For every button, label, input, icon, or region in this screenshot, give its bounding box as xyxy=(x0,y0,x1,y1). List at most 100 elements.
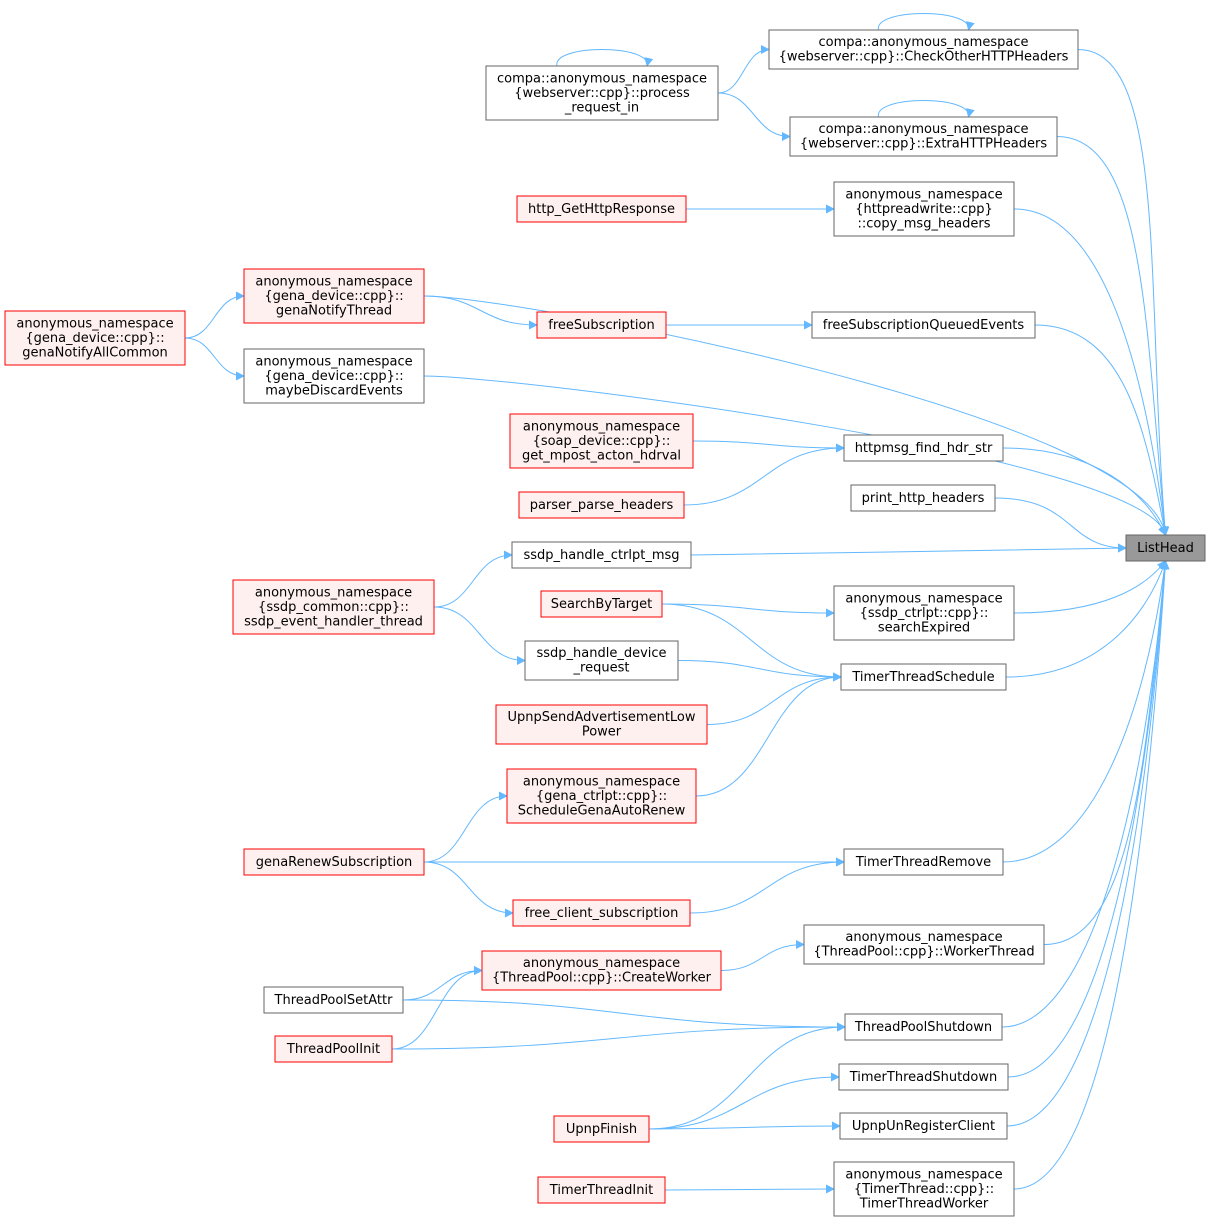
edge-extra-http-to-list-head xyxy=(1056,136,1170,536)
edge-process-req-to-process-req xyxy=(556,49,654,67)
node-gena-notify-all[interactable]: anonymous_namespace{gena_device::cpp}::g… xyxy=(4,310,186,366)
node-box xyxy=(232,579,435,635)
edge-tpinit-to-create-worker xyxy=(391,966,483,1050)
node-parser-parse[interactable]: parser_parse_headers xyxy=(518,491,685,519)
node-copy-msg[interactable]: anonymous_namespace{httpreadwrite::cpp}:… xyxy=(833,181,1015,237)
edge-get-mpost-to-find-hdr xyxy=(692,440,845,453)
node-tpshutdown[interactable]: ThreadPoolShutdown xyxy=(844,1013,1003,1041)
node-label: anonymous_namespace xyxy=(255,274,412,289)
node-box xyxy=(481,950,722,991)
node-label: ListHead xyxy=(1137,541,1194,556)
node-label: TimerThreadShutdown xyxy=(849,1070,998,1085)
node-label: {gena_device::cpp}:: xyxy=(264,289,403,304)
node-label: freeSubscription xyxy=(548,318,654,333)
node-schedule-gena[interactable]: anonymous_namespace{gena_ctrlpt::cpp}::S… xyxy=(506,768,697,824)
node-label: genaNotifyThread xyxy=(276,303,392,318)
node-maybe-discard[interactable]: anonymous_namespace{gena_device::cpp}::m… xyxy=(243,348,425,404)
node-un-register[interactable]: UpnpUnRegisterClient xyxy=(839,1112,1008,1140)
node-ssdp-event[interactable]: anonymous_namespace{ssdp_common::cpp}::s… xyxy=(232,579,435,635)
edges-layer xyxy=(184,13,1170,1194)
node-check-other[interactable]: compa::anonymous_namespace{webserver::cp… xyxy=(768,29,1079,70)
node-box xyxy=(536,311,667,339)
node-label: anonymous_namespace xyxy=(255,354,412,369)
edge-free-client-to-timer-remove xyxy=(689,857,845,914)
node-box xyxy=(524,640,679,681)
node-process-req[interactable]: compa::anonymous_namespace{webserver::cp… xyxy=(485,65,719,121)
edge-tpinit-to-tpshutdown xyxy=(391,1022,846,1050)
node-timer-shutdown[interactable]: TimerThreadShutdown xyxy=(838,1063,1009,1091)
node-label: ssdp_event_handler_thread xyxy=(244,614,423,629)
edge-process-req-to-check-other xyxy=(717,45,770,94)
node-worker-thread[interactable]: anonymous_namespace{ThreadPool::cpp}::Wo… xyxy=(803,924,1045,965)
node-label: {gena_device::cpp}:: xyxy=(264,369,403,384)
node-box xyxy=(850,484,996,512)
node-label: anonymous_namespace xyxy=(16,316,173,331)
node-box xyxy=(843,434,1004,462)
node-label: httpmsg_find_hdr_str xyxy=(855,441,993,456)
node-box xyxy=(512,899,691,927)
node-free-sub[interactable]: freeSubscription xyxy=(536,311,667,339)
edge-upnp-finish-to-tpshutdown xyxy=(648,1022,846,1130)
node-free-sub-queued[interactable]: freeSubscriptionQueuedEvents xyxy=(811,311,1036,339)
edge-gena-notify-all-to-maybe-discard xyxy=(184,337,245,381)
edge-ssdp-device-to-timer-schedule xyxy=(677,660,842,682)
node-label: {ssdp_common::cpp}:: xyxy=(258,600,409,615)
node-ssdp-ctrlpt[interactable]: ssdp_handle_ctrlpt_msg xyxy=(511,541,692,569)
node-label: ThreadPoolInit xyxy=(286,1042,380,1057)
node-get-mpost[interactable]: anonymous_namespace{soap_device::cpp}::g… xyxy=(509,413,694,469)
node-extra-http[interactable]: compa::anonymous_namespace{webserver::cp… xyxy=(789,116,1058,157)
node-box xyxy=(789,116,1058,157)
node-tpinit[interactable]: ThreadPoolInit xyxy=(274,1035,393,1063)
node-label: searchExpired xyxy=(878,620,970,635)
edge-ssdp-ctrlpt-to-list-head xyxy=(690,543,1127,556)
node-label: anonymous_namespace xyxy=(523,419,680,434)
node-http-get[interactable]: http_GetHttpResponse xyxy=(516,195,687,223)
node-upnp-finish[interactable]: UpnpFinish xyxy=(553,1115,650,1143)
edge-gena-notify-all-to-gena-notify-thread xyxy=(184,291,245,339)
node-free-client[interactable]: free_client_subscription xyxy=(512,899,691,927)
node-search-by-target[interactable]: SearchByTarget xyxy=(540,590,663,618)
node-label: anonymous_namespace xyxy=(845,187,1002,202)
node-tpset-attr[interactable]: ThreadPoolSetAttr xyxy=(263,986,404,1014)
node-box xyxy=(1125,534,1206,562)
edge-search-by-target-to-timer-schedule xyxy=(661,603,842,682)
edge-ssdp-event-to-ssdp-ctrlpt xyxy=(433,550,513,608)
edge-timer-worker-to-list-head xyxy=(1013,560,1170,1190)
node-label: {TimerThread::cpp}:: xyxy=(854,1182,994,1197)
node-label: {webserver::cpp}::CheckOtherHTTPHeaders xyxy=(779,50,1069,65)
edge-upnp-send-adv-to-timer-schedule xyxy=(706,672,842,725)
node-timer-init[interactable]: TimerThreadInit xyxy=(537,1176,666,1204)
node-label: genaNotifyAllCommon xyxy=(22,345,168,360)
node-box xyxy=(844,1013,1003,1041)
node-box xyxy=(511,541,692,569)
node-label: {ThreadPool::cpp}::WorkerThread xyxy=(813,945,1034,960)
node-box xyxy=(811,311,1036,339)
node-label: UpnpSendAdvertisementLow xyxy=(507,710,695,725)
node-label: {ssdp_ctrlpt::cpp}:: xyxy=(860,606,989,621)
node-box xyxy=(803,924,1045,965)
node-label: freeSubscriptionQueuedEvents xyxy=(823,318,1025,333)
node-gena-notify-thread[interactable]: anonymous_namespace{gena_device::cpp}::g… xyxy=(243,268,425,324)
node-ssdp-device[interactable]: ssdp_handle_device_request xyxy=(524,640,679,681)
node-timer-remove[interactable]: TimerThreadRemove xyxy=(843,848,1004,876)
edge-un-register-to-list-head xyxy=(1006,560,1170,1127)
node-list-head[interactable]: ListHead xyxy=(1125,534,1206,562)
node-find-hdr[interactable]: httpmsg_find_hdr_str xyxy=(843,434,1004,462)
node-label: ::copy_msg_headers xyxy=(857,216,990,231)
node-box xyxy=(840,663,1007,691)
edge-schedule-gena-to-timer-schedule xyxy=(695,672,842,797)
node-box xyxy=(833,585,1015,641)
node-print-http[interactable]: print_http_headers xyxy=(850,484,996,512)
node-search-expired[interactable]: anonymous_namespace{ssdp_ctrlpt::cpp}::s… xyxy=(833,585,1015,641)
node-label: parser_parse_headers xyxy=(530,498,674,513)
node-box xyxy=(768,29,1079,70)
edge-timer-schedule-to-list-head xyxy=(1005,560,1168,678)
node-box xyxy=(540,590,663,618)
node-create-worker[interactable]: anonymous_namespace{ThreadPool::cpp}::Cr… xyxy=(481,950,722,991)
node-gena-renew[interactable]: genaRenewSubscription xyxy=(243,848,425,876)
node-timer-schedule[interactable]: TimerThreadSchedule xyxy=(840,663,1007,691)
node-label: {webserver::cpp}::ExtraHTTPHeaders xyxy=(800,137,1047,152)
node-timer-worker[interactable]: anonymous_namespace{TimerThread::cpp}::T… xyxy=(833,1161,1015,1217)
node-label: Power xyxy=(582,725,622,740)
